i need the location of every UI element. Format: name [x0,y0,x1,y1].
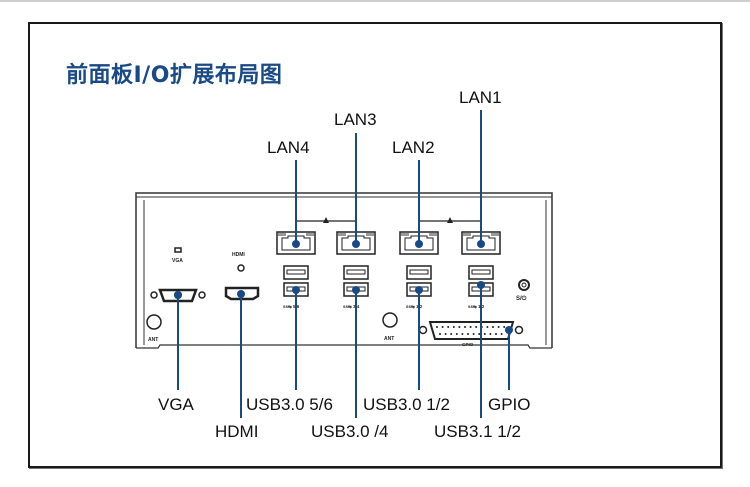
gpio-pin [441,326,444,328]
power-mark: S/⏻ [516,295,527,302]
gpio-mark: GPIO [462,342,474,347]
leader-dot-usb56 [292,286,300,294]
diagram-frame [28,22,722,468]
gpio-pin [452,326,455,328]
gpio-pin [492,326,494,328]
leader-dot-gpio [505,326,513,334]
port-stack-group: ss⇆ 5/6 ss⇆ 3/4 ss⇆ 1/2 ss⇆ 1/2 [276,217,501,310]
leader-dot-lan2 [415,240,423,248]
hdmi-mark: HDMI [232,252,245,258]
ant-left-connector [146,314,162,330]
gpio-pin [475,326,478,328]
gpio-pin [467,333,469,335]
ant-right-mark: ANT [384,336,394,342]
leader-dot-vga [174,291,182,299]
gpio-pin [464,326,466,328]
usb-mark: ss⇆ 3/4 [343,303,360,310]
callout-lan2: LAN2 [392,138,435,157]
usb-mark: ss⇆ 5/6 [283,303,300,310]
callout-usb30-56: USB3.0 5/6 [246,395,333,414]
callout-lan3: LAN3 [334,110,377,129]
leader-dot-hdmi [237,290,245,298]
gpio-pin [497,326,500,328]
leader-dot-lan4 [292,240,300,248]
leader-dot-usb12 [415,286,423,294]
usb-mark: ss⇆ 1/2 [406,303,423,310]
page-title: 前面板I/O扩展布局图 [66,63,283,88]
callout-gpio: GPIO [488,395,531,414]
leader-dot-usb31 [477,281,485,289]
chassis-bottom-edge [136,344,552,349]
gpio-pin [461,333,464,335]
hdmi-port: HDMI [224,252,260,301]
gpio-pin [486,326,489,328]
gpio-pin [495,333,497,335]
callout-hdmi: HDMI [215,422,259,441]
leader-dot-usb4 [352,286,360,294]
callout-usb30-12: USB3.0 1/2 [363,395,450,414]
usb-port [283,265,309,280]
ant-left-mark: ANT [148,337,158,343]
usb-port [468,265,494,280]
gpio-pin [500,333,503,335]
ant-right-connector [382,312,398,328]
chassis [135,192,553,349]
vga-icon [174,247,182,253]
lan-pair-bracket [295,217,357,228]
usb-port [406,265,432,280]
leader-dot-lan1 [477,240,485,248]
callout-usb31-12: USB3.1 1/2 [434,422,521,441]
gpio-pin [469,326,472,328]
gpio-pin [503,326,506,328]
leader-dot-lan3 [352,240,360,248]
gpio-pin [489,333,492,335]
callout-usb30-4: USB3.0 /4 [311,422,389,441]
callout-lan4: LAN4 [267,138,310,157]
usb-mark: ss⇆ 1/2 [468,303,485,310]
gpio-pin [483,333,486,335]
gpio-pin [472,333,475,335]
gpio-pin [478,333,481,335]
gpio-pin [450,333,453,335]
power-jack [518,279,530,291]
callout-vga: VGA [158,395,194,414]
usb-port [343,265,369,280]
gpio-pin [447,326,450,328]
chassis-outline [135,192,553,348]
gpio-pin [458,326,461,328]
gpio-pin [455,333,458,335]
gpio-pin [436,326,438,328]
lan-pair-bracket [418,217,482,228]
vga-mark: VGA [172,258,183,264]
gpio-pin [439,333,441,335]
gpio-pin [444,333,447,335]
top-divider [0,0,750,2]
callout-lan1: LAN1 [459,88,502,107]
